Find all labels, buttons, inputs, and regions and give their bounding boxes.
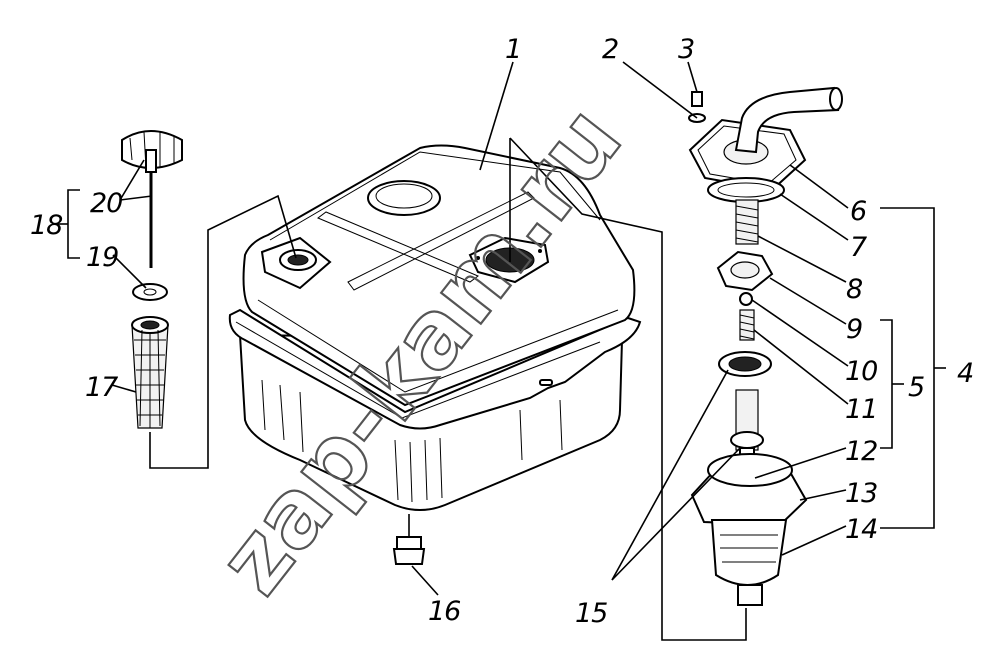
label-1: 1 [505, 34, 521, 65]
label-7: 7 [850, 232, 867, 263]
label-18: 18 [30, 210, 62, 241]
label-6: 6 [850, 196, 866, 227]
label-20: 20 [90, 188, 122, 219]
ball-10 [739, 292, 753, 306]
part-number-labels: 1 2 3 4 5 6 7 8 9 10 11 12 13 14 15 16 1… [30, 34, 974, 629]
filler-cap-with-dipstick [121, 130, 183, 268]
label-19: 19 [86, 242, 118, 273]
label-16: 16 [428, 596, 460, 627]
filler-strainer [131, 316, 169, 429]
spring-8 [735, 199, 759, 245]
label-2: 2 [602, 34, 618, 65]
strainer-housing-13-14 [690, 453, 808, 606]
label-13: 13 [845, 478, 877, 509]
label-9: 9 [846, 314, 862, 345]
label-10: 10 [845, 356, 877, 387]
valve-cap-9 [716, 250, 774, 292]
gasket-19 [132, 283, 168, 301]
label-4: 4 [957, 358, 973, 389]
label-5: 5 [908, 372, 924, 403]
label-11: 11 [845, 394, 877, 425]
label-3: 3 [678, 34, 694, 65]
gasket-7 [707, 177, 785, 203]
label-8: 8 [846, 274, 862, 305]
label-17: 17 [85, 372, 118, 403]
sender-head-with-pipe [688, 86, 843, 192]
label-14: 14 [845, 514, 877, 545]
leader-lines [55, 61, 946, 641]
screen-15 [718, 351, 772, 377]
drain-plug [392, 536, 426, 565]
label-15: 15 [575, 598, 607, 629]
fuel-tank [228, 144, 642, 511]
label-12: 12 [845, 436, 877, 467]
spring-11 [739, 309, 755, 341]
